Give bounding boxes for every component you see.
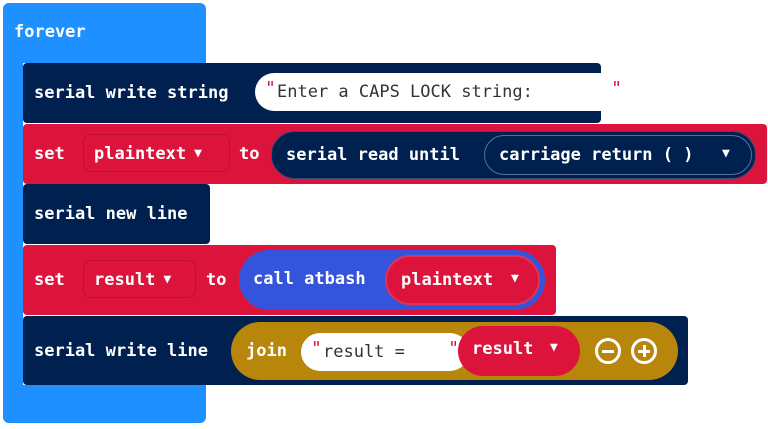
plaintext-variable-reporter[interactable]: plaintext ▼: [385, 255, 540, 305]
forever-block-bottom[interactable]: [3, 385, 206, 423]
plaintext-label: plaintext: [401, 270, 494, 290]
string-input-value: Enter a CAPS LOCK string:: [277, 82, 533, 102]
quote-close-icon: ": [448, 338, 459, 359]
join-block[interactable]: join " result = ": [231, 322, 678, 380]
serial-write-string-label: serial write string: [34, 83, 229, 103]
result-variable-reporter[interactable]: result ▼: [458, 326, 580, 376]
remove-input-icon[interactable]: [595, 338, 621, 364]
string-input[interactable]: " Enter a CAPS LOCK string: ": [255, 73, 632, 111]
set-label: set: [34, 144, 65, 164]
forever-block-arm[interactable]: [3, 3, 23, 423]
to-label: to: [206, 270, 227, 290]
variable-dropdown-plaintext[interactable]: plaintext ▼: [83, 134, 230, 172]
result-label: result: [472, 339, 534, 359]
chevron-down-icon: ▼: [163, 272, 172, 287]
to-label: to: [239, 144, 260, 164]
delimiter-dropdown[interactable]: carriage return ( ) ▼: [484, 135, 752, 175]
variable-dropdown-result[interactable]: result ▼: [83, 260, 196, 298]
join-label: join: [246, 341, 287, 361]
join-string-value: result =: [323, 342, 405, 362]
serial-write-line-label: serial write line: [34, 341, 208, 361]
quote-open-icon: ": [311, 338, 322, 359]
variable-dropdown-label: plaintext: [94, 144, 187, 164]
forever-label: forever: [14, 22, 86, 42]
set-label: set: [34, 270, 65, 290]
chevron-down-icon: ▼: [511, 271, 519, 286]
forever-block[interactable]: [3, 3, 206, 63]
serial-write-string-block[interactable]: serial write string " Enter a CAPS LOCK …: [23, 63, 632, 123]
variable-dropdown-label: result: [94, 270, 156, 290]
serial-read-until-label: serial read until: [286, 145, 460, 165]
serial-new-line-label: serial new line: [34, 204, 188, 224]
quote-close-icon: ": [611, 78, 622, 99]
add-input-icon[interactable]: [631, 338, 657, 364]
chevron-down-icon: ▼: [550, 340, 558, 355]
serial-new-line-block[interactable]: serial new line: [23, 184, 210, 244]
chevron-down-icon: ▼: [722, 146, 730, 161]
quote-open-icon: ": [265, 78, 276, 99]
join-string-input[interactable]: " result = ": [301, 333, 469, 371]
delimiter-label: carriage return ( ): [499, 145, 694, 165]
call-atbash-label: call atbash: [253, 269, 366, 289]
chevron-down-icon: ▼: [194, 146, 202, 161]
